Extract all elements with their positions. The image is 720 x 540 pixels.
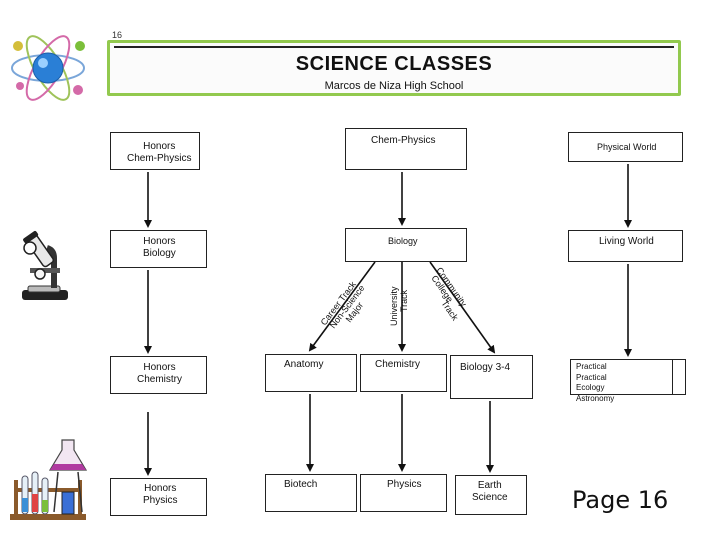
box-label: Chemistry: [375, 359, 421, 370]
box-chem-physics: Chem-Physics: [345, 128, 467, 170]
box-label: Practical Practical Ecology Astronomy: [576, 362, 615, 403]
arrow: [308, 261, 376, 352]
box-biology-3-4: Biology 3-4: [450, 355, 533, 399]
box-chemistry: Chemistry: [360, 354, 447, 392]
box-honors-biology: Honors Biology: [110, 230, 207, 268]
page-title: SCIENCE CLASSES: [295, 53, 493, 75]
box-label: Earth Science: [472, 480, 508, 503]
box-living-world: Living World: [568, 230, 683, 262]
box-biology: Biology: [345, 228, 467, 262]
box-honors-chemistry: Honors Chemistry: [110, 356, 207, 394]
box-label: Anatomy: [284, 359, 324, 370]
box-label: Biotech: [284, 479, 318, 490]
page-subtitle: Marcos de Niza High School: [324, 80, 464, 92]
box-honors-physics: Honors Physics: [110, 478, 207, 516]
box-physical-world: Physical World: [568, 132, 683, 162]
box-label: Honors Chemistry: [137, 362, 183, 385]
box-anatomy: Anatomy: [265, 354, 357, 392]
box-honors-chem-physics: Honors Chem-Physics: [110, 132, 200, 170]
box-earth-science: Earth Science: [455, 475, 527, 515]
box-label: Honors Physics: [143, 483, 178, 506]
box-label: Physics: [387, 479, 422, 490]
box-practical: Practical Practical Ecology Astronomy: [570, 359, 686, 403]
box-label: Chem-Physics: [371, 135, 436, 146]
page-number-label: Page 16: [572, 486, 669, 514]
atom-icon: [11, 35, 85, 101]
box-label: Physical World: [597, 142, 657, 152]
lab-flask-icon: [10, 439, 88, 520]
box-side-panel: [672, 360, 685, 394]
microscope-icon: [22, 230, 68, 300]
box-label: Honors Chem-Physics: [127, 141, 192, 164]
track-university-track: Track: [399, 289, 409, 312]
box-label: Biology 3-4: [460, 362, 511, 373]
box-physics: Physics: [360, 474, 447, 512]
title-banner: SCIENCE CLASSES Marcos de Niza High Scho…: [107, 40, 681, 96]
box-biotech: Biotech: [265, 474, 357, 512]
box-label: Biology: [388, 236, 418, 246]
corner-number: 16: [112, 30, 123, 40]
box-label: Living World: [599, 236, 654, 247]
arrow: [429, 261, 496, 354]
box-label: Honors Biology: [143, 236, 176, 259]
track-university: University: [389, 286, 399, 326]
title-rule: [114, 46, 674, 48]
